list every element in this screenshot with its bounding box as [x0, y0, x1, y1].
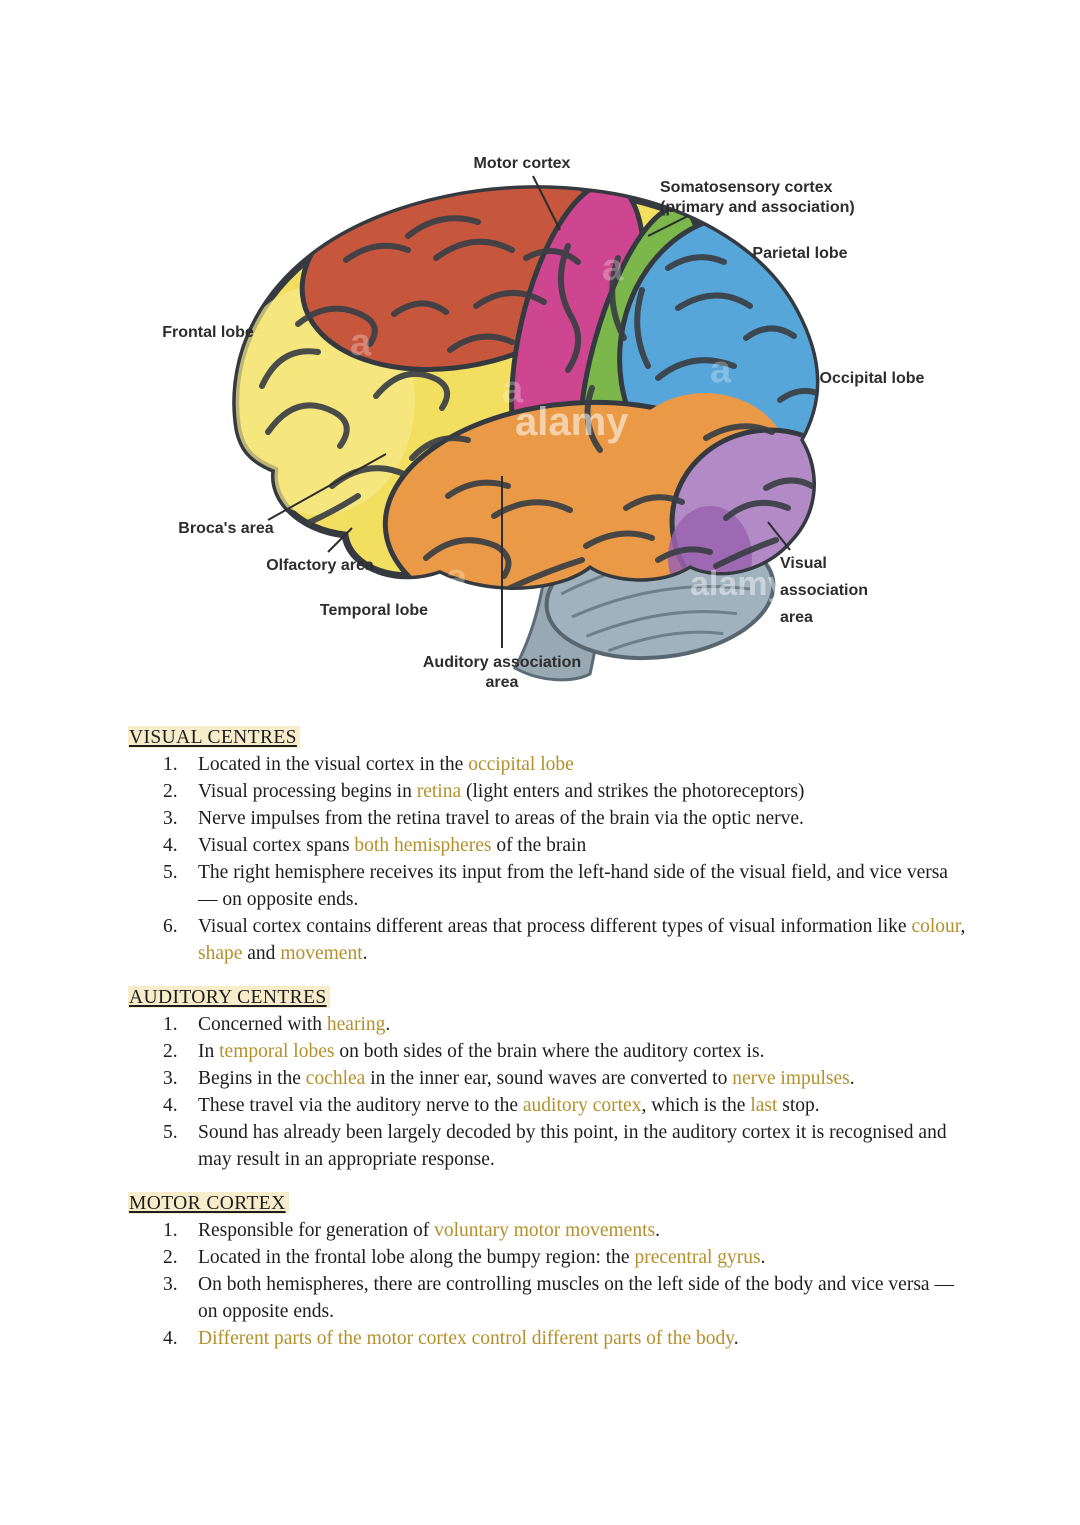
- section-list: Located in the visual cortex in the occi…: [128, 751, 966, 967]
- plain-text: Sound has already been largely decoded b…: [198, 1122, 947, 1170]
- section-list: Concerned with hearing.In temporal lobes…: [128, 1011, 966, 1173]
- list-item: The right hemisphere receives its input …: [128, 859, 966, 913]
- highlighted-term: temporal lobes: [219, 1041, 335, 1062]
- label-broca-area: Broca's area: [178, 520, 274, 537]
- list-item: In temporal lobes on both sides of the b…: [128, 1038, 966, 1065]
- highlighted-term: nerve impulses: [732, 1068, 850, 1089]
- list-item: On both hemispheres, there are controlli…: [128, 1271, 966, 1325]
- label-visual-association-sub2: area: [780, 609, 813, 626]
- plain-text: .: [655, 1220, 660, 1241]
- label-somatosensory-cortex-sub: (primary and association): [660, 199, 855, 216]
- label-visual-association: Visual: [780, 555, 827, 572]
- highlighted-term: hearing: [326, 1014, 386, 1035]
- plain-text: Visual cortex spans: [198, 835, 355, 856]
- plain-text: .: [849, 1068, 855, 1089]
- plain-text: in the inner ear, sound waves are conver…: [365, 1068, 733, 1089]
- list-item: Sound has already been largely decoded b…: [128, 1119, 966, 1173]
- watermark-letter: a: [350, 322, 372, 364]
- plain-text: These travel via the auditory nerve to t…: [198, 1095, 523, 1116]
- section-list: Responsible for generation of voluntary …: [128, 1217, 966, 1352]
- notes-body: VISUAL CENTRES Located in the visual cort…: [128, 724, 966, 1369]
- section-heading-text: AUDITORY CENTRES: [128, 986, 330, 1008]
- section-heading: VISUAL CENTRES: [128, 724, 966, 751]
- label-temporal-lobe: Temporal lobe: [320, 602, 428, 619]
- plain-text: Located in the visual cortex in the: [198, 754, 469, 775]
- plain-text: .: [385, 1014, 391, 1035]
- notes-section: MOTOR CORTEX Responsible for generation o…: [128, 1190, 966, 1352]
- highlighted-term: precentral gyrus: [634, 1247, 761, 1268]
- list-item: Different parts of the motor cortex cont…: [128, 1325, 966, 1352]
- plain-text: .: [733, 1328, 739, 1349]
- list-item: Visual cortex spans both hemispheres of …: [128, 832, 966, 859]
- plain-text: .: [362, 943, 368, 964]
- highlighted-term: shape: [198, 943, 243, 964]
- label-motor-cortex: Motor cortex: [474, 155, 571, 172]
- watermark-letter: a: [502, 369, 524, 411]
- cerebrum-shape: [232, 185, 820, 590]
- watermark-letter: a: [602, 247, 624, 289]
- highlighted-term: movement: [280, 943, 363, 964]
- label-somatosensory-cortex: Somatosensory cortex: [660, 179, 833, 196]
- list-item: Visual cortex contains different areas t…: [128, 913, 966, 967]
- pointer-lines: [267, 175, 791, 648]
- list-item: Nerve impulses from the retina travel to…: [128, 805, 966, 832]
- highlighted-term: cochlea: [305, 1068, 366, 1089]
- list-item: Visual processing begins in retina (ligh…: [128, 778, 966, 805]
- label-auditory-association-sub: area: [486, 674, 519, 691]
- highlighted-term: auditory cortex: [522, 1095, 642, 1116]
- section-heading: AUDITORY CENTRES: [128, 984, 966, 1011]
- plain-text: on both sides of the brain where the aud…: [334, 1041, 765, 1062]
- label-olfactory-area: Olfactory area: [266, 557, 374, 574]
- highlighted-term: both hemispheres: [354, 835, 492, 856]
- watermark-letter: a: [710, 349, 732, 391]
- section-heading-text: VISUAL CENTRES: [128, 726, 300, 748]
- watermark-text: alamy: [515, 400, 629, 444]
- highlighted-term: last: [750, 1095, 778, 1116]
- list-item: Begins in the cochlea in the inner ear, …: [128, 1065, 966, 1092]
- highlighted-term: occipital lobe: [468, 754, 574, 775]
- plain-text: and: [242, 943, 281, 964]
- plain-text: stop.: [777, 1095, 820, 1116]
- plain-text: of the brain: [491, 835, 587, 856]
- plain-text: (light enters and strikes the photorecep…: [461, 781, 805, 802]
- watermark: alamy alamy a a a a a a: [350, 247, 816, 603]
- watermark-letter: a: [446, 557, 468, 599]
- plain-text: In: [198, 1041, 220, 1062]
- highlighted-term: colour: [911, 916, 961, 937]
- label-occipital-lobe: Occipital lobe: [820, 370, 925, 387]
- section-heading-text: MOTOR CORTEX: [128, 1192, 289, 1214]
- plain-text: .: [760, 1247, 766, 1268]
- brain-diagram: alamy alamy a a a a a a Motor cortex: [150, 140, 950, 710]
- plain-text: Responsible for generation of: [198, 1220, 435, 1241]
- highlighted-term: retina: [416, 781, 462, 802]
- watermark-letter: a: [794, 535, 816, 577]
- plain-text: On both hemispheres, there are controlli…: [198, 1274, 954, 1322]
- label-visual-association-sub: association: [780, 582, 868, 599]
- plain-text: , which is the: [641, 1095, 751, 1116]
- gyri-lines: [259, 215, 816, 587]
- plain-text: Concerned with: [198, 1014, 327, 1035]
- label-frontal-lobe: Frontal lobe: [162, 324, 254, 341]
- plain-text: The right hemisphere receives its input …: [198, 862, 948, 910]
- diagram-labels: Motor cortex Somatosensory cortex (prima…: [162, 155, 924, 691]
- list-item: These travel via the auditory nerve to t…: [128, 1092, 966, 1119]
- plain-text: Located in the frontal lobe along the bu…: [198, 1247, 635, 1268]
- plain-text: Visual processing begins in: [198, 781, 417, 802]
- highlighted-term: voluntary motor movements: [434, 1220, 656, 1241]
- list-item: Concerned with hearing.: [128, 1011, 966, 1038]
- plain-text: Begins in the: [198, 1068, 306, 1089]
- plain-text: Visual cortex contains different areas t…: [198, 916, 912, 937]
- list-item: Located in the visual cortex in the occi…: [128, 751, 966, 778]
- section-heading: MOTOR CORTEX: [128, 1190, 966, 1217]
- plain-text: Nerve impulses from the retina travel to…: [198, 808, 804, 829]
- label-auditory-association: Auditory association: [423, 654, 581, 671]
- highlighted-term: Different parts of the motor cortex cont…: [198, 1328, 734, 1349]
- list-item: Located in the frontal lobe along the bu…: [128, 1244, 966, 1271]
- watermark-text: alamy: [690, 565, 786, 603]
- list-item: Responsible for generation of voluntary …: [128, 1217, 966, 1244]
- notes-section: VISUAL CENTRES Located in the visual cort…: [128, 724, 966, 967]
- plain-text: ,: [960, 916, 966, 937]
- label-parietal-lobe: Parietal lobe: [752, 245, 847, 262]
